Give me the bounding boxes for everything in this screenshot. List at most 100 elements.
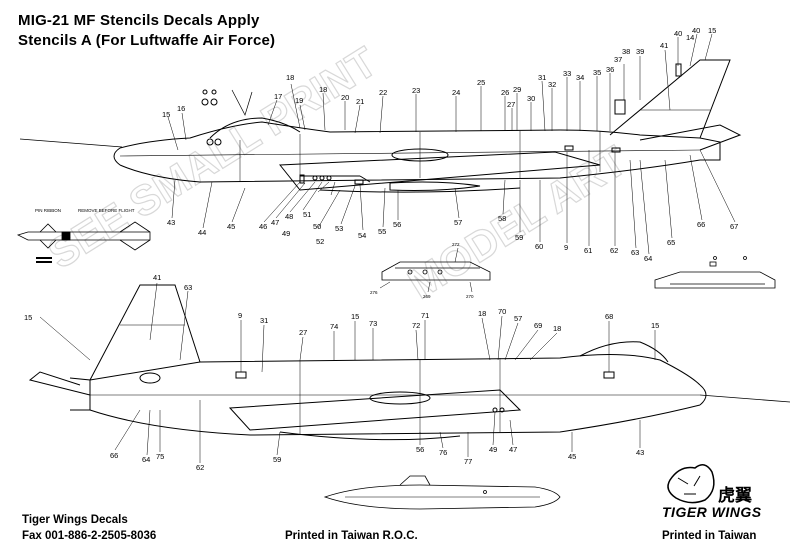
drop-tank-drawing	[323, 475, 561, 510]
svg-text:18: 18	[286, 73, 294, 82]
footer-company: Tiger Wings Decals	[22, 514, 128, 526]
svg-text:30: 30	[527, 94, 535, 103]
svg-text:15: 15	[162, 110, 170, 119]
top-leader-lines	[167, 33, 736, 255]
svg-text:31: 31	[538, 73, 546, 82]
svg-text:56: 56	[393, 220, 401, 229]
svg-text:24: 24	[452, 88, 460, 97]
svg-text:47: 47	[509, 445, 517, 454]
bottom-callouts: 41 15 63 9 31 27 74 15 73 72 71 18 70 57…	[24, 273, 659, 472]
svg-text:23: 23	[412, 86, 420, 95]
svg-text:46: 46	[259, 222, 267, 231]
svg-text:71: 71	[421, 311, 429, 320]
svg-text:67: 67	[730, 222, 738, 231]
svg-text:47: 47	[271, 218, 279, 227]
svg-text:27: 27	[299, 328, 307, 337]
svg-text:70: 70	[498, 307, 506, 316]
svg-text:9: 9	[238, 311, 242, 320]
missile-drawing	[16, 221, 151, 263]
svg-text:29: 29	[513, 85, 521, 94]
svg-text:15: 15	[351, 312, 359, 321]
svg-text:PIN RIBBON: PIN RIBBON	[35, 208, 61, 213]
svg-text:36: 36	[606, 65, 614, 74]
svg-text:SEE SMALL PRINT: SEE SMALL PRINT	[40, 38, 385, 278]
svg-text:31: 31	[260, 316, 268, 325]
svg-text:19: 19	[295, 96, 303, 105]
svg-text:45: 45	[568, 452, 576, 461]
svg-text:72: 72	[412, 321, 420, 330]
svg-text:54: 54	[358, 231, 366, 240]
svg-text:44: 44	[198, 228, 206, 237]
svg-text:269: 269	[423, 294, 431, 299]
svg-text:272: 272	[452, 242, 460, 247]
svg-text:45: 45	[227, 222, 235, 231]
svg-text:53: 53	[335, 224, 343, 233]
tiger-logo-icon	[667, 464, 715, 504]
svg-text:43: 43	[167, 218, 175, 227]
svg-text:59: 59	[515, 233, 523, 242]
missile-labels: PIN RIBBON REMOVE BEFORE FLIGHT	[35, 208, 135, 213]
svg-text:73: 73	[369, 319, 377, 328]
bottom-leader-lines	[39, 282, 656, 463]
top-callouts: 15 16 17 18 18 19 20 21 22 23 24 25 26 2…	[162, 26, 738, 263]
footer-fax: Fax 001-886-2-2505-8036	[22, 530, 157, 542]
svg-text:63: 63	[184, 283, 192, 292]
launcher-inset-labels: 272 276 269 270	[370, 242, 474, 299]
svg-text:22: 22	[379, 88, 387, 97]
svg-text:40: 40	[692, 26, 700, 35]
svg-text:68: 68	[605, 312, 613, 321]
svg-text:77: 77	[464, 457, 472, 466]
svg-text:15: 15	[24, 313, 32, 322]
svg-text:61: 61	[584, 246, 592, 255]
svg-text:58: 58	[498, 214, 506, 223]
svg-text:18: 18	[553, 324, 561, 333]
svg-text:43: 43	[636, 448, 644, 457]
svg-text:17: 17	[274, 92, 282, 101]
svg-text:64: 64	[142, 455, 150, 464]
svg-text:40: 40	[674, 29, 682, 38]
svg-text:52: 52	[316, 237, 324, 246]
svg-text:34: 34	[576, 73, 584, 82]
svg-text:39: 39	[636, 47, 644, 56]
aircraft-bottom-view	[28, 284, 791, 441]
svg-text:49: 49	[282, 229, 290, 238]
svg-text:37: 37	[614, 55, 622, 64]
svg-text:33: 33	[563, 69, 571, 78]
svg-text:56: 56	[416, 445, 424, 454]
svg-text:69: 69	[534, 321, 542, 330]
svg-text:41: 41	[153, 273, 161, 282]
svg-text:16: 16	[177, 104, 185, 113]
svg-text:57: 57	[454, 218, 462, 227]
svg-text:26: 26	[501, 88, 509, 97]
svg-text:9: 9	[564, 243, 568, 252]
svg-text:74: 74	[330, 322, 338, 331]
svg-text:MODEL ART: MODEL ART	[400, 137, 635, 308]
svg-text:76: 76	[439, 448, 447, 457]
svg-text:18: 18	[319, 85, 327, 94]
svg-text:15: 15	[708, 26, 716, 35]
svg-text:48: 48	[285, 212, 293, 221]
footer-printed: Printed in Taiwan	[662, 530, 757, 542]
svg-text:59: 59	[273, 455, 281, 464]
svg-text:21: 21	[356, 97, 364, 106]
svg-text:35: 35	[593, 68, 601, 77]
svg-text:63: 63	[631, 248, 639, 257]
svg-text:41: 41	[660, 41, 668, 50]
svg-text:276: 276	[370, 290, 378, 295]
svg-text:57: 57	[514, 314, 522, 323]
svg-text:27: 27	[507, 100, 515, 109]
svg-text:270: 270	[466, 294, 474, 299]
footer-printed-roc: Printed in Taiwan R.O.C.	[285, 530, 418, 542]
launcher-inset-left	[379, 247, 491, 293]
svg-text:49: 49	[489, 445, 497, 454]
svg-text:25: 25	[477, 78, 485, 87]
svg-text:66: 66	[110, 451, 118, 460]
launcher-inset-right	[654, 256, 776, 289]
svg-text:18: 18	[478, 309, 486, 318]
logo-wordmark: TIGER WINGS	[662, 504, 762, 520]
sheet-subtitle: Stencils A (For Luftwaffe Air Force)	[18, 32, 276, 49]
aircraft-top-view	[19, 59, 742, 193]
svg-text:75: 75	[156, 452, 164, 461]
svg-text:REMOVE BEFORE FLIGHT: REMOVE BEFORE FLIGHT	[78, 208, 135, 213]
